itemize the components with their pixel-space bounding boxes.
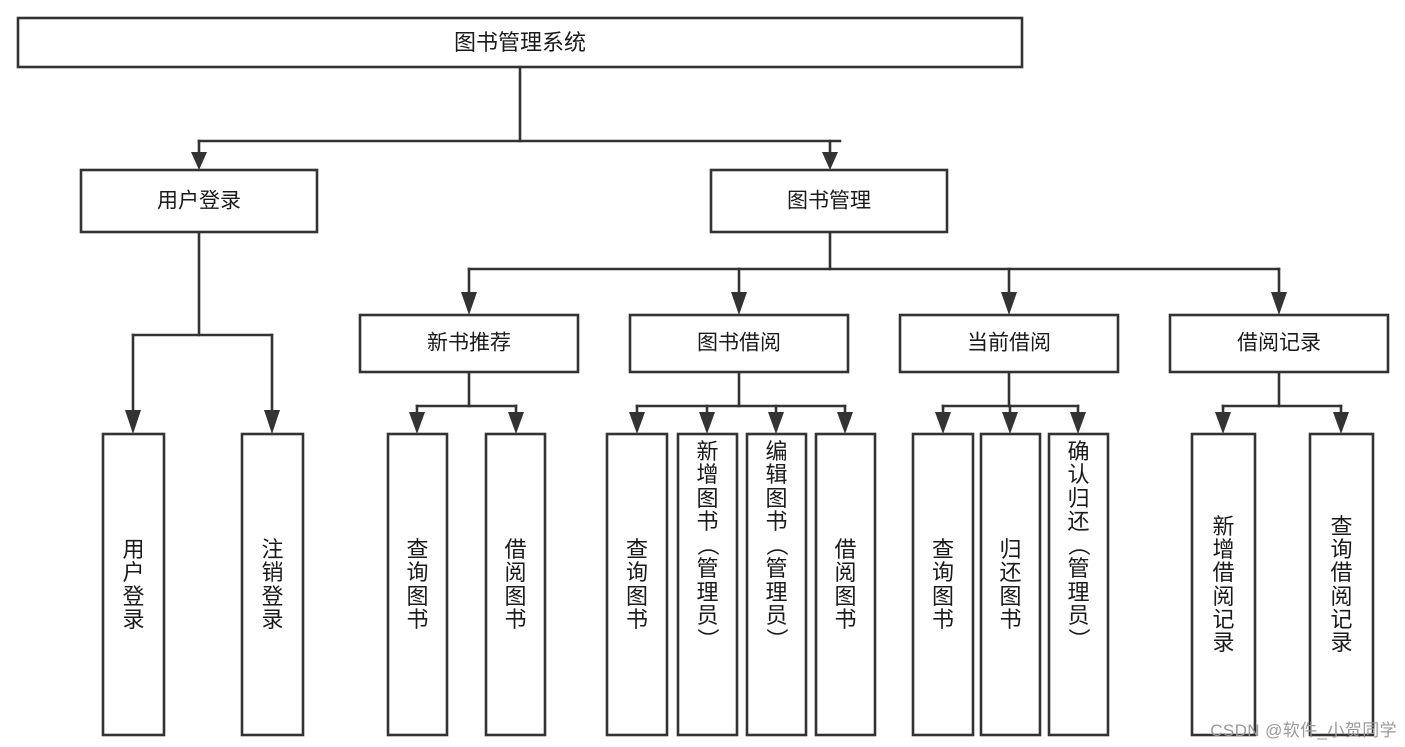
node-new-book-recommend-label: 新书推荐 bbox=[427, 332, 511, 355]
arrow-root-to-login bbox=[191, 152, 207, 170]
arrow-current-leaf-1 bbox=[935, 412, 951, 434]
node-borrow-records-box[interactable] bbox=[1168, 313, 1390, 374]
node-root-box[interactable] bbox=[16, 16, 1024, 69]
arrow-records-leaf-2 bbox=[1333, 412, 1349, 434]
leaf-box-add-book-admin[interactable] bbox=[676, 432, 739, 737]
arrow-newbook-leaf-1 bbox=[409, 412, 425, 434]
arrow-borrow-leaf-2 bbox=[699, 412, 715, 434]
node-book-borrow-box[interactable] bbox=[628, 313, 850, 374]
node-current-borrow-box[interactable] bbox=[898, 313, 1120, 374]
arrow-login-leaf-1 bbox=[125, 410, 141, 434]
arrow-current-leaf-2 bbox=[1002, 412, 1018, 434]
leaf-box-borrow-book-newbook[interactable] bbox=[484, 432, 547, 737]
arrow-borrow-leaf-4 bbox=[837, 412, 853, 434]
leaf-box-query-book-newbook[interactable] bbox=[386, 432, 449, 737]
arrow-borrow-leaf-3 bbox=[768, 412, 784, 434]
arrow-records-leaf-1 bbox=[1215, 412, 1231, 434]
arrow-newbook-leaf-2 bbox=[508, 412, 524, 434]
arrow-login-leaf-2 bbox=[264, 410, 280, 434]
watermark-text: CSDN @软件_小贺同学 bbox=[1210, 721, 1397, 740]
arrow-bookmgmt-current bbox=[1001, 292, 1017, 315]
leaf-box-logout[interactable] bbox=[240, 432, 305, 737]
node-layer: 图书管理系统 用户登录 图书管理 新书推荐 图书借阅 当前借阅 借阅记录 bbox=[16, 16, 1390, 737]
node-book-borrow-label: 图书借阅 bbox=[697, 332, 781, 355]
arrow-root-to-bookmgmt bbox=[822, 152, 838, 170]
arrow-current-leaf-3 bbox=[1070, 412, 1086, 434]
node-user-login-label: 用户登录 bbox=[157, 190, 241, 213]
arrow-bookmgmt-records bbox=[1271, 292, 1287, 315]
arrow-bookmgmt-borrow bbox=[731, 292, 747, 315]
connector-layer bbox=[125, 65, 1349, 434]
leaf-box-query-borrow-record[interactable] bbox=[1308, 432, 1375, 737]
leaf-box-edit-book-admin[interactable] bbox=[745, 432, 808, 737]
node-root-label: 图书管理系统 bbox=[454, 30, 586, 55]
leaf-box-add-borrow-record[interactable] bbox=[1190, 432, 1257, 737]
node-borrow-records-label: 借阅记录 bbox=[1237, 332, 1321, 355]
leaf-box-query-book-current[interactable] bbox=[911, 432, 975, 737]
node-user-login-box[interactable] bbox=[79, 168, 319, 234]
leaf-box-borrow-book-borrow[interactable] bbox=[814, 432, 877, 737]
leaf-box-query-book-borrow[interactable] bbox=[605, 432, 669, 737]
leaf-box-return-book[interactable] bbox=[979, 432, 1042, 737]
node-new-book-recommend-box[interactable] bbox=[358, 313, 580, 374]
arrow-bookmgmt-newbook bbox=[461, 292, 477, 315]
node-book-management-label: 图书管理 bbox=[787, 190, 871, 213]
leaf-box-user-login[interactable] bbox=[101, 432, 166, 737]
node-current-borrow-label: 当前借阅 bbox=[967, 332, 1051, 355]
leaf-box-confirm-return-admin[interactable] bbox=[1047, 432, 1110, 737]
node-book-management-box[interactable] bbox=[709, 168, 949, 234]
arrow-borrow-leaf-1 bbox=[629, 412, 645, 434]
